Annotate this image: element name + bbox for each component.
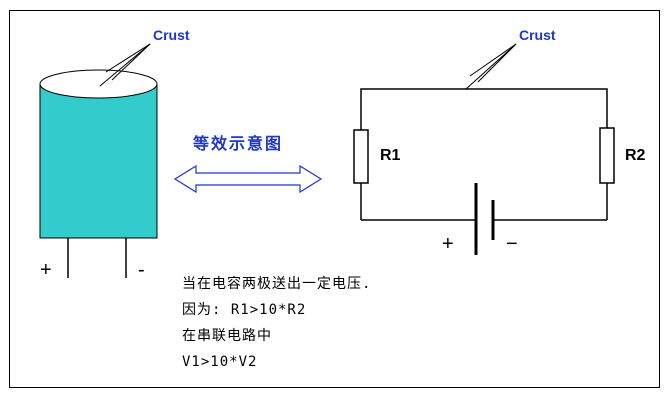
- resistor-r2: [599, 127, 615, 184]
- note-line-1: 当在电容两极送出一定电压.: [182, 276, 372, 292]
- note-line-4: V1>10*V2: [182, 354, 258, 370]
- r1-label: R1: [380, 147, 401, 164]
- note-line-2: 因为: R1>10*R2: [182, 302, 307, 318]
- crust-label-right: Crust: [519, 27, 556, 43]
- capacitor-cylinder: [39, 69, 158, 239]
- double-arrow: [173, 164, 323, 194]
- battery-minus-label: −: [506, 233, 518, 255]
- equivalence-title: 等效示意图: [192, 134, 283, 153]
- crust-label-left: Crust: [153, 27, 190, 43]
- capacitor-minus-label: -: [138, 259, 145, 281]
- crust-pointer-right: [465, 43, 517, 90]
- capacitor-plus-label: +: [40, 259, 52, 281]
- cylinder-top: [39, 69, 158, 99]
- cylinder-body: [39, 83, 158, 239]
- crust-pointer-left: [99, 43, 151, 87]
- battery-plus-label: +: [442, 233, 454, 255]
- resistor-r1: [353, 129, 369, 184]
- note-line-3: 在串联电路中: [182, 328, 272, 344]
- circuit-wires: [360, 88, 608, 221]
- r2-label: R2: [625, 147, 646, 164]
